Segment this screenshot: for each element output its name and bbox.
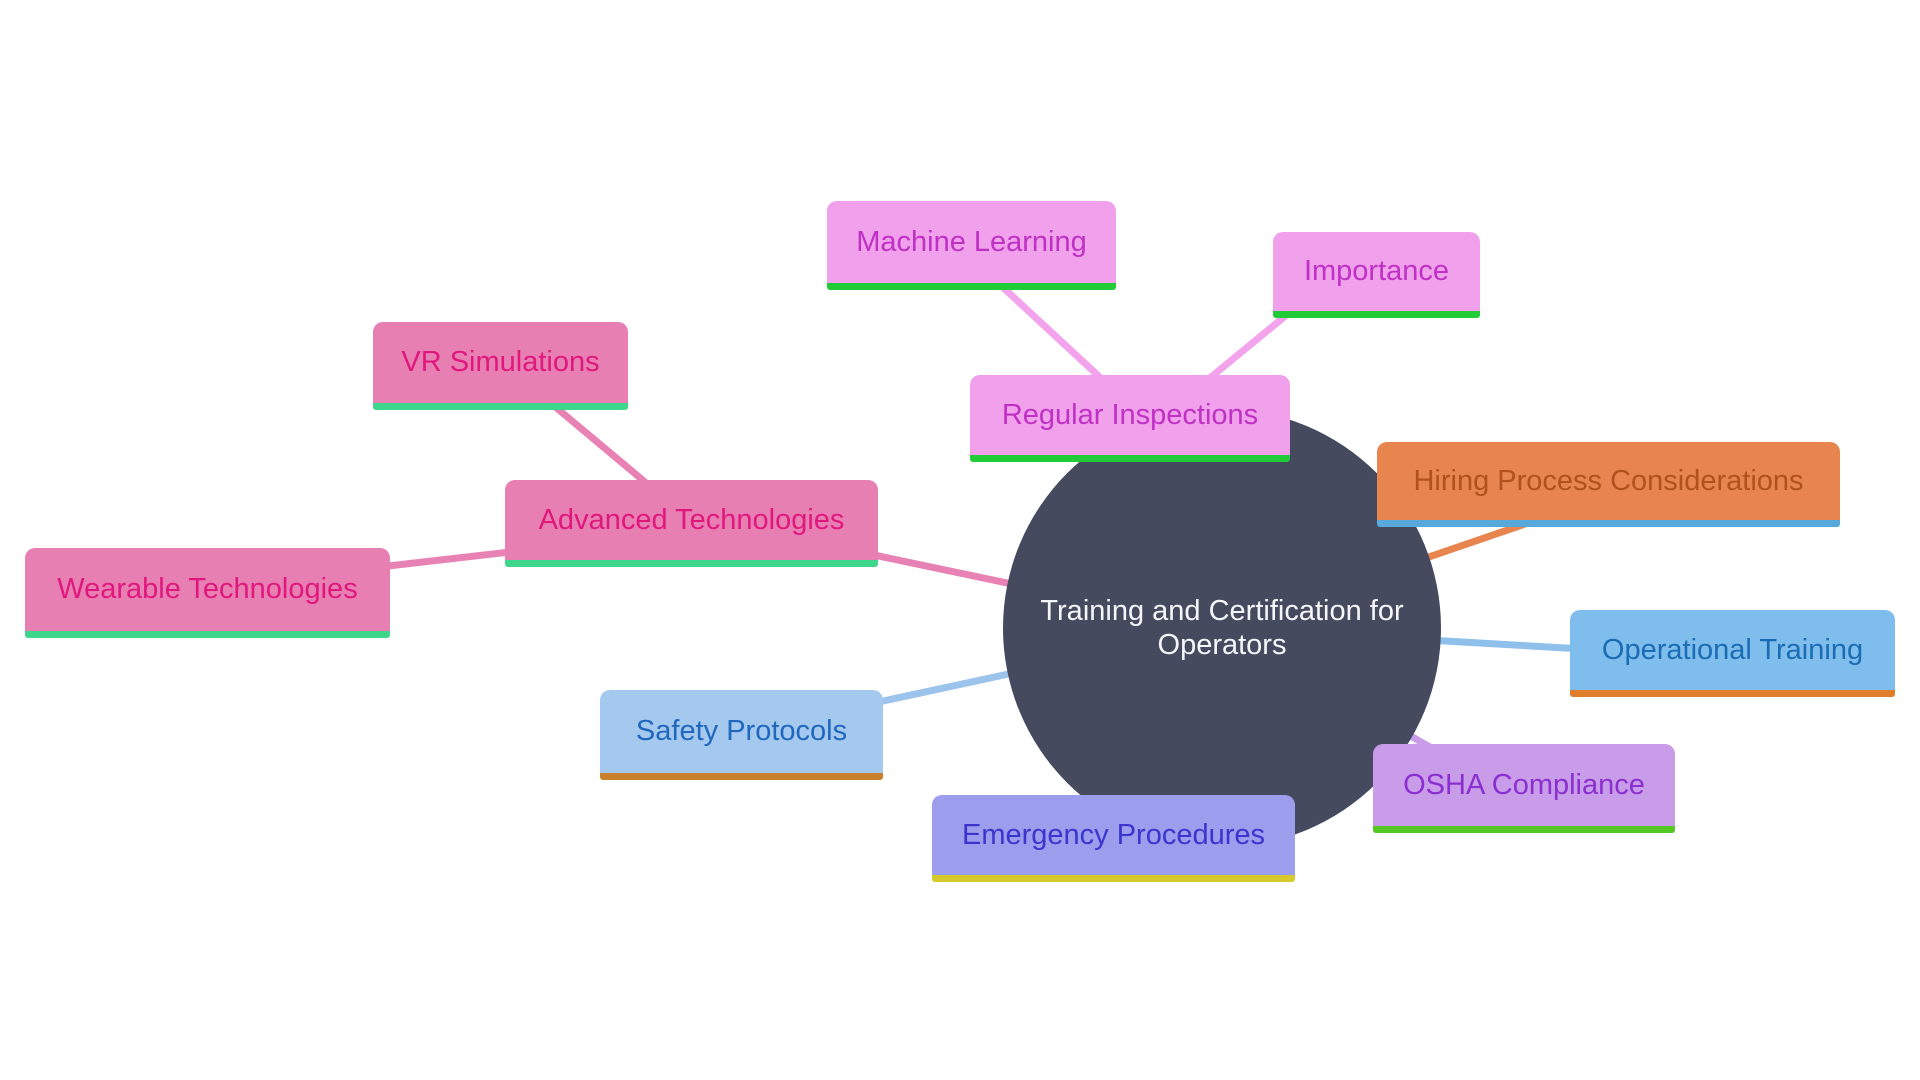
edge-advanced-technologies-to-wearable-technologies [384, 548, 514, 570]
central-topic[interactable]: Training and Certification for Operators [1003, 409, 1441, 847]
node-label-safety-protocols: Safety Protocols [635, 715, 848, 747]
node-machine-learning[interactable]: Machine Learning [827, 201, 1116, 290]
edge-advanced-technologies-to-vr-simulations [549, 401, 649, 486]
edge-regular-inspections-to-machine-learning [991, 276, 1109, 386]
node-label-operational-training: Operational Training [1601, 633, 1864, 666]
node-label-regular-inspections: Regular Inspections [1001, 398, 1259, 431]
node-emergency-procedures[interactable]: Emergency Procedures [932, 795, 1295, 882]
node-label-hiring-process-considerations: Hiring Process Considerations [1413, 464, 1804, 497]
node-vr-simulations[interactable]: VR Simulations [373, 322, 628, 410]
node-importance[interactable]: Importance [1273, 232, 1480, 318]
node-advanced-technologies[interactable]: Advanced Technologies [505, 480, 878, 567]
node-safety-protocols[interactable]: Safety Protocols [600, 690, 883, 780]
node-label-osha-compliance: OSHA Compliance [1403, 768, 1645, 801]
node-osha-compliance[interactable]: OSHA Compliance [1373, 744, 1675, 833]
node-label-wearable-technologies: Wearable Technologies [57, 573, 358, 605]
node-label-vr-simulations: VR Simulations [401, 346, 600, 378]
edge-regular-inspections-to-importance [1201, 304, 1299, 386]
node-wearable-technologies[interactable]: Wearable Technologies [25, 548, 390, 638]
node-label-machine-learning: Machine Learning [856, 225, 1087, 258]
central-topic-label: Training and Certification for Operators [1040, 594, 1404, 661]
node-label-advanced-technologies: Advanced Technologies [538, 503, 845, 536]
node-hiring-process-considerations[interactable]: Hiring Process Considerations [1377, 442, 1840, 527]
node-regular-inspections[interactable]: Regular Inspections [970, 375, 1290, 462]
node-operational-training[interactable]: Operational Training [1570, 610, 1895, 697]
node-label-emergency-procedures: Emergency Procedures [961, 818, 1266, 851]
node-label-importance: Importance [1303, 255, 1450, 287]
